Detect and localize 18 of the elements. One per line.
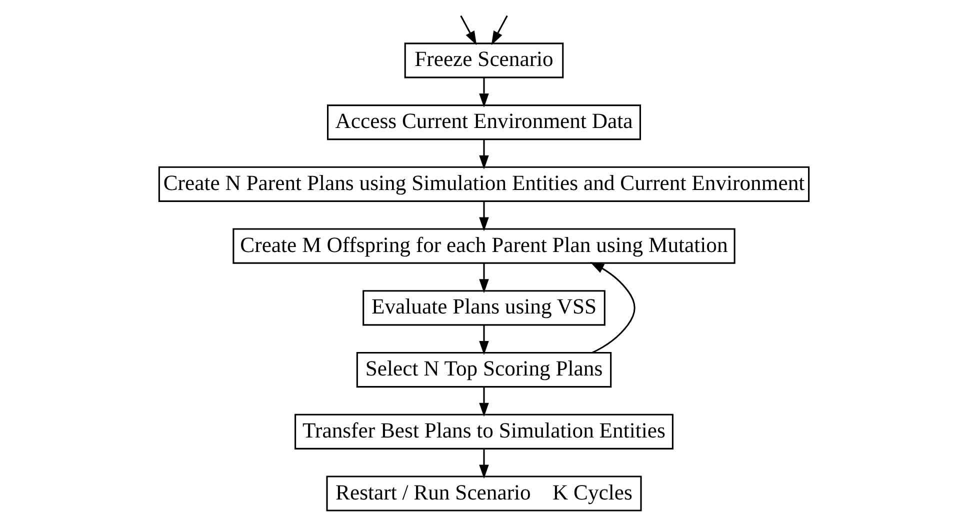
arrow xyxy=(479,387,489,417)
node-box: Select N Top Scoring Plans xyxy=(356,352,612,388)
arrow xyxy=(491,15,508,46)
node-box: Create M Offspring for each Parent Plan using Mutation xyxy=(232,228,736,264)
arrow xyxy=(460,15,477,46)
node-box: Evaluate Plans using VSS xyxy=(362,290,606,326)
node-box: Restart / Run Scenario K Cycles xyxy=(326,476,642,512)
arrow xyxy=(479,202,489,232)
arrow xyxy=(590,262,636,354)
arrow xyxy=(479,78,489,108)
node-box: Create N Parent Plans using Simulation Entities and Current Environment xyxy=(158,166,810,202)
arrow xyxy=(479,449,489,479)
arrow xyxy=(479,326,489,355)
node-box: Freeze Scenario xyxy=(404,42,564,78)
node-box: Transfer Best Plans to Simulation Entities xyxy=(294,414,674,450)
node-box: Access Current Environment Data xyxy=(327,104,641,140)
arrow xyxy=(479,264,489,294)
arrow xyxy=(479,140,489,170)
